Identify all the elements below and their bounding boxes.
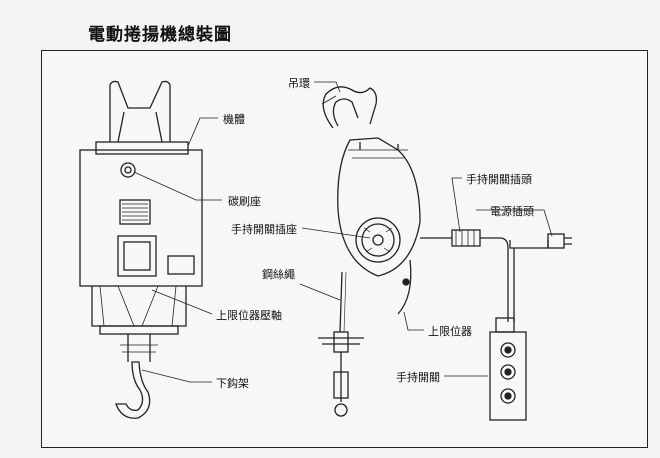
label-wire-rope: 鋼絲繩	[262, 268, 295, 281]
pendant-controller	[420, 229, 572, 421]
label-hook-ring: 吊環	[288, 77, 310, 90]
label-brush-seat: 碳刷座	[228, 195, 261, 208]
leader-lines	[133, 81, 553, 383]
diagram-title: 電動捲揚機總裝圖	[88, 25, 232, 45]
label-lower-hook: 下鈎架	[216, 377, 249, 390]
label-handheld-switch: 手持開關	[396, 371, 440, 384]
label-handheld-socket: 手持開關插座	[231, 223, 297, 236]
label-power-plug: 電源插頭	[490, 205, 534, 218]
pulley-block	[318, 86, 421, 417]
label-limit-shaft: 上限位器壓軸	[216, 309, 282, 322]
label-upper-limiter: 上限位器	[428, 325, 472, 338]
hoist-body	[79, 80, 203, 419]
label-body: 機體	[223, 113, 245, 126]
label-handheld-plug: 手持開關插頭	[466, 173, 532, 186]
